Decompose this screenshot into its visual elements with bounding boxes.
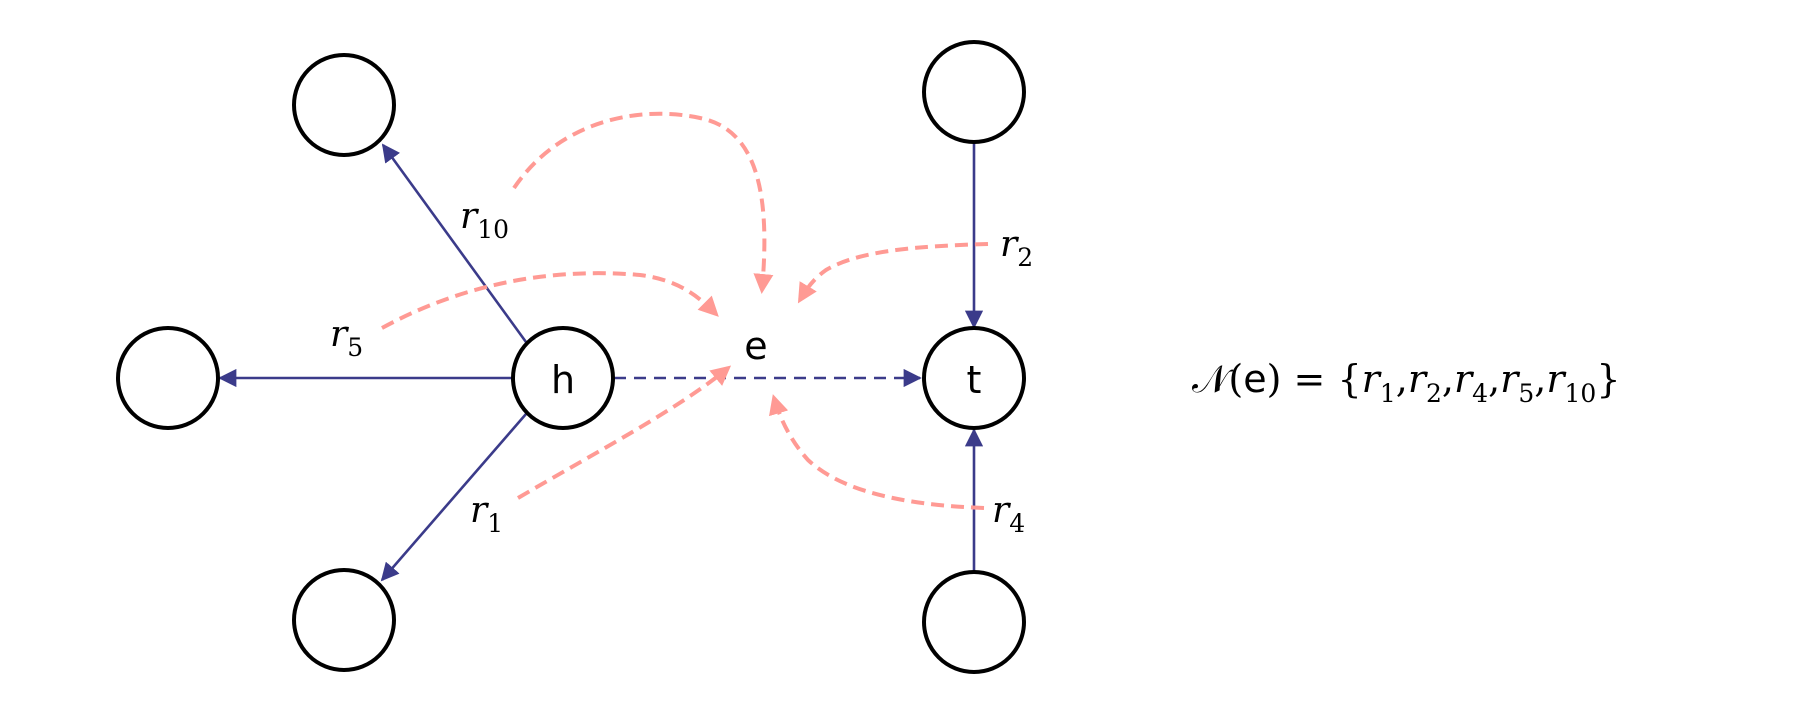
node-left [116,326,220,430]
relation-label-r10: r10 [460,196,509,244]
relation-e-label: e [744,324,767,368]
formula-item-0-sub: 1 [1380,379,1396,408]
relation-label-r4: r4 [992,490,1025,538]
aggregation-arrow-r4 [769,394,985,510]
formula-open-paren: ( [1228,357,1243,401]
formula-item-2-base: r [1454,357,1475,401]
formula-close-brace: } [1596,357,1620,401]
relation-label-r5: r5 [330,314,363,362]
formula-arg: e [1243,357,1266,401]
node-top-right [922,40,1026,144]
node-top-left [292,53,396,157]
formula-separator-1: , [1442,357,1454,401]
formula-separator-3: , [1534,357,1546,401]
formula-item-0-base: r [1362,357,1383,401]
neighborhood-formula: 𝒩(e) = {r1,r2,r4,r5,r10} [1192,357,1621,408]
formula-item-4-base: r [1546,357,1567,401]
aggregation-arrow-r2 [797,242,989,304]
formula-item-3-base: r [1500,357,1521,401]
formula-equals: = [1281,357,1337,401]
formula-item-1-base: r [1408,357,1429,401]
formula-open-brace: { [1337,357,1361,401]
node-h-label: h [551,358,575,402]
formula-item-1-sub: 2 [1426,379,1442,408]
formula-item-3-sub: 5 [1518,379,1534,408]
formula-separator-0: , [1396,357,1408,401]
edge-h-to-top-left-r10 [381,143,528,343]
node-h [511,326,615,430]
formula-item-4-sub: 10 [1565,379,1597,408]
node-t-label: t [967,358,982,402]
formula-symbol: 𝒩 [1192,357,1234,401]
aggregation-arrow-r5 [381,271,719,330]
node-t [922,326,1026,430]
edge-h-to-bottom-left-r1 [380,413,527,582]
node-bottom-left [292,568,396,672]
relation-label-r1: r1 [470,490,503,538]
aggregation-arrow-r1 [516,365,732,500]
aggregation-arrow-r10 [512,111,774,294]
relation-label-r2: r2 [1000,224,1033,272]
formula-close-paren: ) [1267,357,1282,401]
formula-separator-2: , [1488,357,1500,401]
formula-item-2-sub: 4 [1472,379,1488,408]
node-bottom-right [922,570,1026,674]
